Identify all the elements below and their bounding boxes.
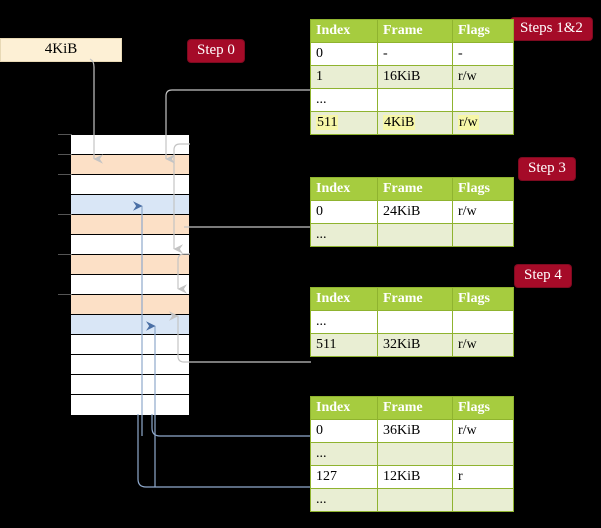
table-cell: 12KiB bbox=[377, 465, 453, 489]
table-cell: 511 bbox=[310, 111, 378, 135]
table-cell: 127 bbox=[310, 465, 378, 489]
column-header-frame: Frame bbox=[377, 396, 453, 420]
highlighted-value: r/w bbox=[458, 115, 479, 130]
memory-tick bbox=[58, 294, 72, 295]
memory-row bbox=[71, 195, 189, 215]
memory-row bbox=[71, 135, 189, 155]
table-cell: ... bbox=[310, 442, 378, 466]
table-cell: r/w bbox=[452, 111, 514, 135]
memory-row bbox=[71, 215, 189, 235]
table-cell: 24KiB bbox=[377, 200, 453, 224]
table-row[interactable]: ... bbox=[310, 488, 514, 512]
table-row[interactable]: ... bbox=[310, 88, 514, 112]
memory-tick bbox=[58, 154, 72, 155]
steps-1-2-badge: Steps 1&2 bbox=[511, 18, 592, 40]
step-3-badge: Step 3 bbox=[519, 158, 575, 180]
memory-row bbox=[71, 235, 189, 255]
table-cell: 1 bbox=[310, 65, 378, 89]
column-header-flags: Flags bbox=[452, 177, 514, 201]
table-cell: 16KiB bbox=[377, 65, 453, 89]
table-cell: 36KiB bbox=[377, 419, 453, 443]
memory-row bbox=[71, 175, 189, 195]
table-cell: ... bbox=[310, 88, 378, 112]
table-cell: r/w bbox=[452, 333, 514, 357]
table-cell: 4KiB bbox=[377, 111, 453, 135]
memory-tick bbox=[58, 174, 72, 175]
memory-row bbox=[71, 355, 189, 375]
step-4-badge: Step 4 bbox=[515, 265, 571, 287]
column-header-frame: Frame bbox=[377, 177, 453, 201]
highlighted-value: 4KiB bbox=[383, 115, 416, 130]
table-cell: ... bbox=[310, 310, 378, 334]
table-cell: r bbox=[452, 465, 514, 489]
table-cell bbox=[452, 310, 514, 334]
table-row[interactable]: 511 4KiB r/w bbox=[310, 111, 514, 135]
table-cell: 0 bbox=[310, 42, 378, 66]
memory-row bbox=[71, 255, 189, 275]
memory-row bbox=[71, 335, 189, 355]
table-cell: 32KiB bbox=[377, 333, 453, 357]
column-header-index: Index bbox=[310, 177, 378, 201]
frame-size-label: 4KiB bbox=[0, 38, 122, 62]
table-cell bbox=[377, 442, 453, 466]
table-row[interactable]: 0-- bbox=[310, 42, 514, 66]
table-cell bbox=[377, 88, 453, 112]
table-cell: r/w bbox=[452, 65, 514, 89]
table-cell bbox=[452, 223, 514, 247]
table-cell: ... bbox=[310, 488, 378, 512]
table-row[interactable]: ... bbox=[310, 442, 514, 466]
column-header-index: Index bbox=[310, 19, 378, 43]
table-cell: 0 bbox=[310, 419, 378, 443]
table-cell: r/w bbox=[452, 419, 514, 443]
memory-row bbox=[71, 375, 189, 395]
memory-tick bbox=[58, 214, 72, 215]
table-cell: 511 bbox=[310, 333, 378, 357]
memory-row bbox=[71, 395, 189, 415]
column-header-frame: Frame bbox=[377, 19, 453, 43]
table-row[interactable]: ... bbox=[310, 223, 514, 247]
table-cell: r/w bbox=[452, 200, 514, 224]
memory-row bbox=[71, 275, 189, 295]
highlighted-value: 511 bbox=[316, 115, 339, 130]
column-header-flags: Flags bbox=[452, 396, 514, 420]
table-cell bbox=[452, 88, 514, 112]
column-header-frame: Frame bbox=[377, 287, 453, 311]
memory-row bbox=[71, 315, 189, 335]
step-0-badge: Step 0 bbox=[188, 40, 244, 62]
table-row[interactable]: ... bbox=[310, 310, 514, 334]
table-cell: - bbox=[377, 42, 453, 66]
column-header-flags: Flags bbox=[452, 19, 514, 43]
column-header-index: Index bbox=[310, 287, 378, 311]
memory-row bbox=[71, 295, 189, 315]
table-cell: - bbox=[452, 42, 514, 66]
column-header-index: Index bbox=[310, 396, 378, 420]
table-cell: 0 bbox=[310, 200, 378, 224]
table-cell bbox=[377, 223, 453, 247]
column-header-flags: Flags bbox=[452, 287, 514, 311]
table-cell bbox=[452, 488, 514, 512]
table-cell bbox=[377, 488, 453, 512]
table-cell: ... bbox=[310, 223, 378, 247]
memory-tick bbox=[58, 254, 72, 255]
memory-tick bbox=[58, 134, 72, 135]
table-cell bbox=[377, 310, 453, 334]
table-cell bbox=[452, 442, 514, 466]
